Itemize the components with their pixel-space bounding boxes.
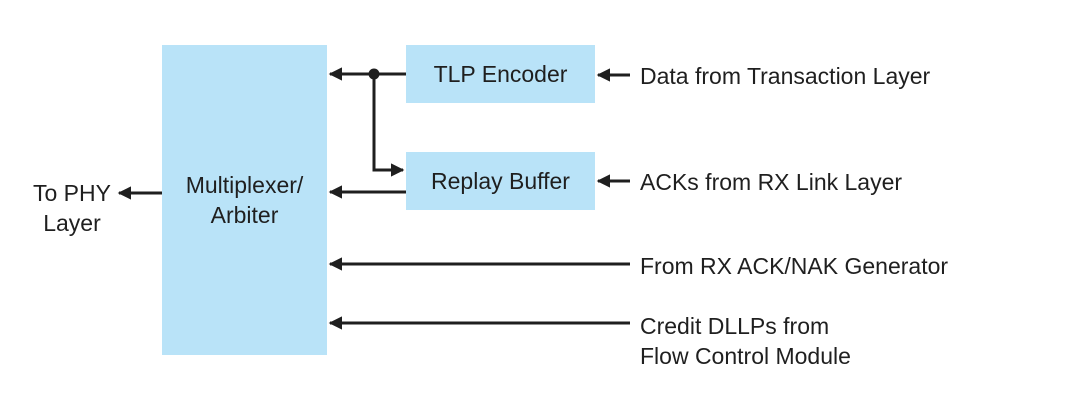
- replay-buffer-label: Replay Buffer: [431, 168, 570, 194]
- multiplexer-label-line1: Multiplexer/: [185, 172, 304, 198]
- replay-buffer-block: Replay Buffer: [406, 152, 595, 210]
- label-credit-dllps: Credit DLLPs from Flow Control Module: [640, 311, 851, 371]
- arrow-tlp-encoder-to-replay-buffer: [372, 74, 405, 177]
- label-acks-from-rx-link-layer: ACKs from RX Link Layer: [640, 169, 903, 195]
- multiplexer-arbiter-block: Multiplexer/ Arbiter: [162, 45, 327, 355]
- tlp-encoder-label: TLP Encoder: [433, 61, 568, 87]
- label-from-rx-ack-nak-generator: From RX ACK/NAK Generator: [640, 253, 949, 279]
- tlp-encoder-block: TLP Encoder: [406, 45, 595, 103]
- multiplexer-label-line2: Arbiter: [210, 202, 279, 228]
- label-to-phy-line1: To PHY: [33, 180, 111, 206]
- label-to-phy-line2: Layer: [43, 210, 101, 236]
- label-credit-dllps-line1: Credit DLLPs from: [640, 313, 830, 339]
- label-data-from-transaction-layer: Data from Transaction Layer: [640, 63, 931, 89]
- label-credit-dllps-line2: Flow Control Module: [640, 343, 851, 369]
- label-to-phy-layer: To PHY Layer: [22, 178, 122, 238]
